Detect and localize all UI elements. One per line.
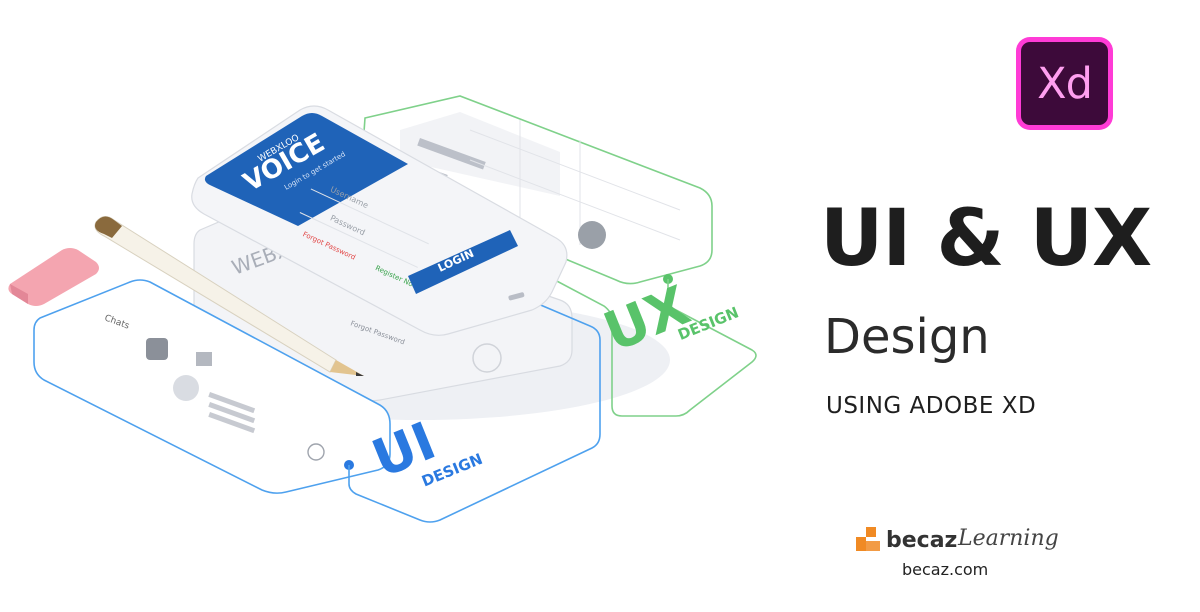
becaz-logo-icon [856, 527, 880, 551]
pencil [94, 216, 364, 376]
becaz-brand: becaz Learning becaz.com [856, 522, 1059, 582]
adobe-xd-logo: Xd [1016, 37, 1113, 130]
eraser [8, 248, 99, 306]
image-icon [196, 352, 212, 366]
front-phone-header [204, 113, 408, 226]
front-phone: WEBXLOO VOICE Login to get started Usern… [191, 105, 568, 336]
ui-phone-outline: Chats [33, 279, 391, 494]
tagline: USING ADOBE XD [826, 393, 1037, 419]
charging-port [508, 292, 525, 301]
ui-connector [348, 291, 601, 523]
ux-connector [535, 269, 757, 417]
headline: UI & UX [820, 194, 1152, 284]
subhead: Design [824, 309, 990, 365]
brand-sub: Learning [958, 526, 1059, 551]
call-icon [578, 221, 606, 249]
brand-name: becaz [886, 528, 958, 553]
adobe-xd-logo-label: Xd [1021, 42, 1108, 125]
profile-icon [173, 375, 199, 401]
brand-url[interactable]: becaz.com [902, 560, 989, 579]
chat-avatar-icon [146, 338, 168, 360]
home-button-icon [472, 343, 502, 373]
ui-ux-illustration: UX DESIGN WEBXLO Forgot Password Chats U… [8, 95, 757, 523]
